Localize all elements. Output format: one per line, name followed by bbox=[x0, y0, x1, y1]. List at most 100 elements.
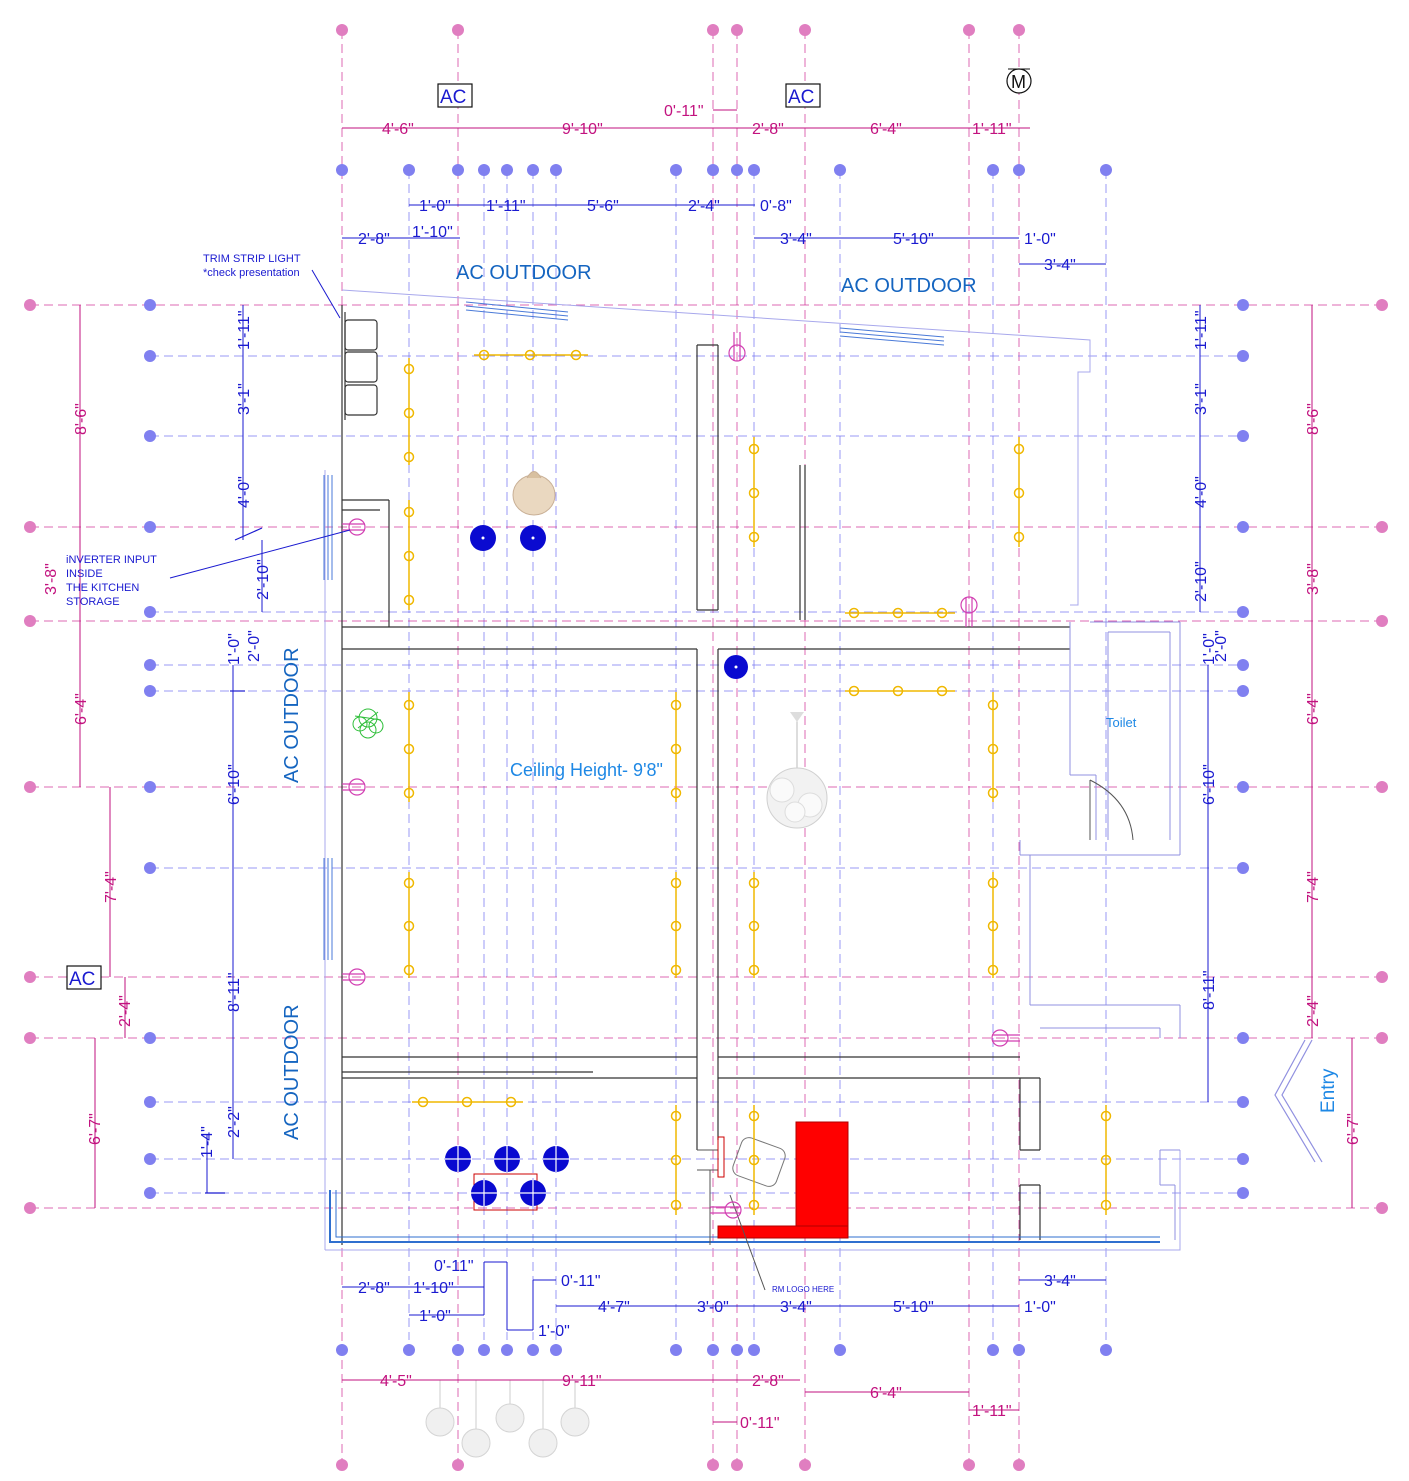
dim-left-inner-5: 2'-0" bbox=[246, 630, 263, 662]
trim-strip-note-1: TRIM STRIP LIGHT bbox=[203, 253, 301, 265]
dim-left-inner-7: 8'-11" bbox=[226, 972, 243, 1012]
dim-left-outer-4: 2'-4" bbox=[117, 995, 134, 1027]
dim-left-inner-6: 6'-10" bbox=[226, 764, 243, 805]
dim-bottom-outer-0: 4'-5" bbox=[380, 1373, 412, 1390]
dim-bottom-inner-9: 1'-0" bbox=[1024, 1299, 1056, 1316]
dim-top-inner-6: 1'-10" bbox=[412, 224, 453, 241]
trim-strip-note-2: *check presentation bbox=[203, 267, 300, 279]
dim-bottom-outer-3: 6'-4" bbox=[870, 1385, 902, 1402]
plan-labels: AC AC AC M AC OUTDOOR AC OUTDOOR AC OUTD… bbox=[66, 68, 1339, 1294]
dim-left-inner-3: 2'-10" bbox=[255, 559, 272, 600]
dim-bottom-inner-10: 3'-4" bbox=[1044, 1273, 1076, 1290]
dim-right-inner-2: 4'-0" bbox=[1193, 476, 1210, 508]
dim-right-outer-4: 2'-4" bbox=[1305, 995, 1322, 1027]
walls bbox=[323, 289, 1323, 1251]
dim-top-inner-2: 5'-6" bbox=[587, 198, 619, 215]
socket-icon bbox=[960, 596, 978, 627]
dim-right-inner-6: 6'-10" bbox=[1201, 764, 1218, 805]
sofa bbox=[717, 1121, 849, 1239]
entry-label: Entry bbox=[1318, 1068, 1339, 1113]
dim-right-inner-4: 1'-0" bbox=[1201, 633, 1218, 665]
socket-icon bbox=[991, 1029, 1020, 1047]
socket-icon bbox=[342, 968, 366, 986]
dim-bottom-inner-4: 1'-0" bbox=[419, 1308, 451, 1325]
dim-bottom-inner-5: 4'-7" bbox=[598, 1299, 630, 1316]
socket-icon bbox=[710, 1201, 742, 1219]
dim-right-inner-3: 2'-10" bbox=[1193, 561, 1210, 602]
meter-tag: M bbox=[1011, 72, 1026, 92]
dim-left-outer-2: 6'-4" bbox=[73, 693, 90, 725]
dim-top-inner-9: 1'-0" bbox=[1024, 231, 1056, 248]
dim-top-outer-5: 1'-11" bbox=[972, 121, 1012, 138]
dim-right-outer-3: 7'-4" bbox=[1305, 871, 1322, 903]
ac-outdoor-label-1: AC OUTDOOR bbox=[456, 262, 592, 284]
dimension-lines bbox=[79, 109, 1353, 1423]
dim-top-inner-10: 3'-4" bbox=[1044, 257, 1076, 274]
dim-top-inner-1: 1'-11" bbox=[486, 198, 526, 215]
dim-right-inner-1: 3'-1" bbox=[1193, 383, 1210, 415]
dim-left-inner-8: 2'-2" bbox=[226, 1106, 243, 1138]
entry-arrow-icon bbox=[1274, 1039, 1316, 1163]
ac-tag-top-left: AC bbox=[440, 87, 466, 108]
inverter-note-4: STORAGE bbox=[66, 596, 120, 608]
ac-tag-left: AC bbox=[69, 969, 95, 990]
dim-left-inner-2: 4'-0" bbox=[236, 476, 253, 508]
toilet-label: Toilet bbox=[1106, 715, 1137, 730]
inverter-note-3: THE KITCHEN bbox=[66, 582, 139, 594]
dim-left-inner-4: 1'-0" bbox=[226, 633, 243, 665]
dim-right-outer-1: 3'-8" bbox=[1305, 563, 1322, 595]
dim-bottom-inner-0: 0'-11" bbox=[434, 1258, 474, 1275]
dim-right-inner-0: 1'-11" bbox=[1193, 310, 1210, 350]
dim-top-outer-1: 9'-10" bbox=[562, 121, 603, 138]
dim-top-outer-2: 0'-11" bbox=[664, 103, 704, 120]
dim-top-inner-8: 5'-10" bbox=[893, 231, 934, 248]
dim-top-inner-4: 0'-8" bbox=[760, 198, 792, 215]
dim-top-inner-3: 2'-4" bbox=[688, 198, 720, 215]
plant-icon bbox=[352, 708, 384, 739]
socket-icon bbox=[342, 778, 366, 796]
dim-bottom-outer-1: 9'-11" bbox=[562, 1373, 602, 1390]
dim-bottom-outer-4: 1'-11" bbox=[972, 1403, 1012, 1420]
ac-tag-top-right: AC bbox=[788, 87, 814, 108]
dim-left-outer-1: 3'-8" bbox=[43, 563, 60, 595]
dim-top-outer-3: 2'-8" bbox=[752, 121, 784, 138]
dimension-labels: 4'-6" 9'-10" 0'-11" 2'-8" 6'-4" 1'-11" 1… bbox=[43, 103, 1362, 1432]
light-strips bbox=[403, 349, 1112, 1215]
dim-top-outer-0: 4'-6" bbox=[382, 121, 414, 138]
door-swing-icon bbox=[1089, 779, 1134, 841]
ac-outdoor-label-2: AC OUTDOOR bbox=[841, 275, 977, 297]
dim-bottom-outer-5: 0'-11" bbox=[740, 1415, 780, 1432]
cloud-pendant-icon bbox=[766, 712, 828, 829]
dim-bottom-inner-2: 1'-10" bbox=[413, 1280, 454, 1297]
dim-right-outer-5: 6'-7" bbox=[1345, 1113, 1362, 1145]
pendant-lamp-icon bbox=[512, 471, 556, 516]
socket-icon bbox=[728, 332, 746, 362]
dim-right-inner-7: 8'-11" bbox=[1201, 970, 1218, 1010]
dim-left-inner-9: 1'-4" bbox=[199, 1126, 216, 1158]
dim-bottom-inner-1: 2'-8" bbox=[358, 1280, 390, 1297]
side-table-icon bbox=[717, 1136, 786, 1291]
dim-bottom-inner-11: 1'-0" bbox=[538, 1323, 570, 1340]
dim-top-inner-0: 1'-0" bbox=[419, 198, 451, 215]
dim-bottom-inner-8: 5'-10" bbox=[893, 1299, 934, 1316]
logo-note: RM LOGO HERE bbox=[772, 1285, 834, 1294]
dim-left-outer-3: 7'-4" bbox=[103, 871, 120, 903]
dim-left-inner-0: 1'-11" bbox=[236, 310, 253, 350]
dim-right-outer-2: 6'-4" bbox=[1305, 693, 1322, 725]
dim-right-inner-5: 2'-0" bbox=[1213, 630, 1230, 662]
dim-left-outer-5: 6'-7" bbox=[87, 1113, 104, 1145]
dim-bottom-outer-2: 2'-8" bbox=[752, 1373, 784, 1390]
socket-icon bbox=[342, 518, 366, 536]
dim-bottom-inner-6: 3'-0" bbox=[697, 1299, 729, 1316]
inverter-note-1: iNVERTER INPUT bbox=[66, 554, 157, 566]
inverter-note-2: INSIDE bbox=[66, 568, 103, 580]
dim-bottom-inner-3: 0'-11" bbox=[561, 1273, 601, 1290]
ac-outdoor-label-3: AC OUTDOOR bbox=[281, 647, 303, 783]
dim-left-outer-0: 8'-6" bbox=[73, 403, 90, 435]
sockets bbox=[342, 332, 1020, 1219]
dim-bottom-inner-7: 3'-4" bbox=[780, 1299, 812, 1316]
dim-top-inner-5: 2'-8" bbox=[358, 231, 390, 248]
ac-outdoor-label-4: AC OUTDOOR bbox=[281, 1004, 303, 1140]
dim-right-outer-0: 8'-6" bbox=[1305, 403, 1322, 435]
